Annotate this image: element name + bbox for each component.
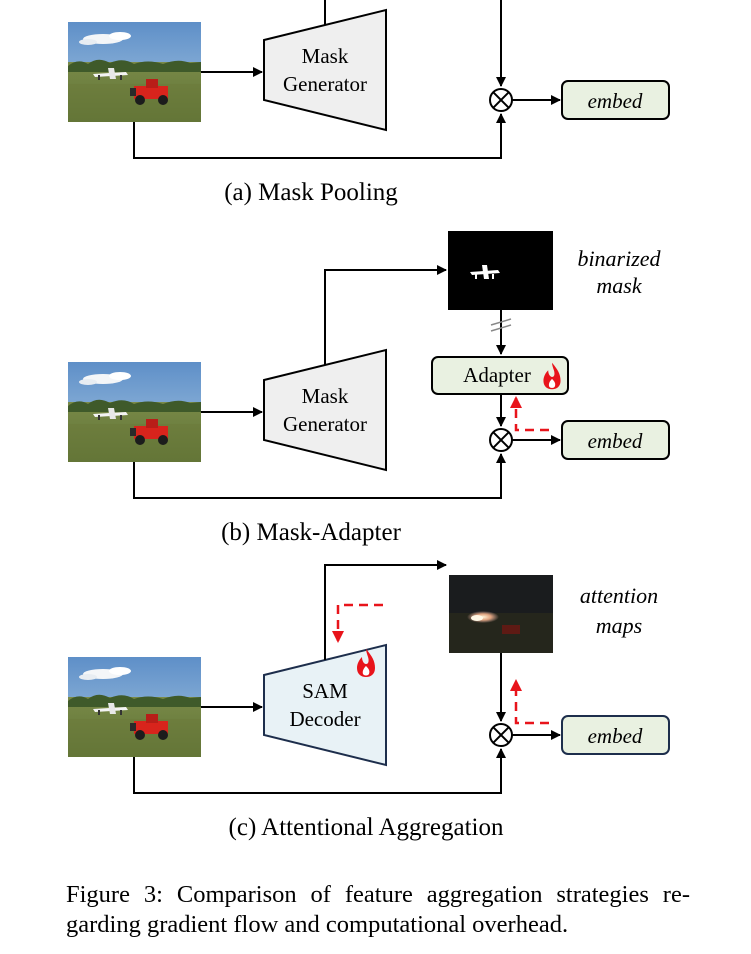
adapter-label: Adapter xyxy=(463,363,531,387)
generator-label-line2: Generator xyxy=(283,412,367,436)
embed-block xyxy=(561,715,670,755)
mask-label-line1: binarized xyxy=(577,246,661,271)
input-image xyxy=(68,657,201,757)
input-image xyxy=(68,22,201,122)
arrow-image-to-aggregate xyxy=(133,113,506,159)
panel-caption: (b) Mask-Adapter xyxy=(221,519,401,546)
arrow-image-to-aggregate xyxy=(133,453,506,499)
multiply-circle-icon xyxy=(489,723,513,747)
generator-label-line1: Mask xyxy=(302,384,349,408)
gradient-flow-arrow xyxy=(510,679,549,725)
generator-label-line2: Generator xyxy=(283,72,367,96)
flame-icon xyxy=(357,649,375,677)
embed-block xyxy=(561,80,670,120)
mask-label-line1: attention xyxy=(580,583,658,608)
embed-label: embed xyxy=(588,89,643,113)
input-image xyxy=(68,362,201,462)
generator-label-line2: Decoder xyxy=(289,707,360,731)
generator-block xyxy=(263,348,387,472)
generator-label-line1: Mask xyxy=(302,44,349,68)
figure-caption: Figure 3: Comparison of feature aggregat… xyxy=(66,881,690,938)
embed-block xyxy=(561,420,670,460)
stop-gradient-mark xyxy=(490,318,512,332)
flame-icon xyxy=(543,362,561,390)
generator-label-line1: SAM xyxy=(302,679,348,703)
mask-label-line2: maps xyxy=(596,613,642,638)
gradient-flow-arrow xyxy=(510,396,549,432)
binary-mask-image xyxy=(448,231,553,310)
multiply-circle-icon xyxy=(489,428,513,452)
arrow-image-to-aggregate xyxy=(133,748,506,794)
generator-block xyxy=(263,643,387,767)
embed-label: embed xyxy=(588,724,643,748)
panel-caption: (c) Attentional Aggregation xyxy=(229,814,504,841)
embed-label: embed xyxy=(588,429,643,453)
panel-a: MaskGeneratormaskembed(a) Mask Pooling xyxy=(68,0,670,206)
panel-c: SAM Decoder attention maps embed (c) Attentio… xyxy=(68,560,670,841)
attention-map-image xyxy=(449,575,553,653)
mask-label-line2: mask xyxy=(596,273,642,298)
multiply-circle-icon xyxy=(489,88,513,112)
gradient-flow-arrow-decoder xyxy=(332,603,383,643)
arrow-generator-to-mask xyxy=(324,560,447,660)
arrow-generator-to-mask xyxy=(324,265,447,365)
panel-caption: (a) Mask Pooling xyxy=(224,179,398,206)
generator-block xyxy=(263,8,387,132)
